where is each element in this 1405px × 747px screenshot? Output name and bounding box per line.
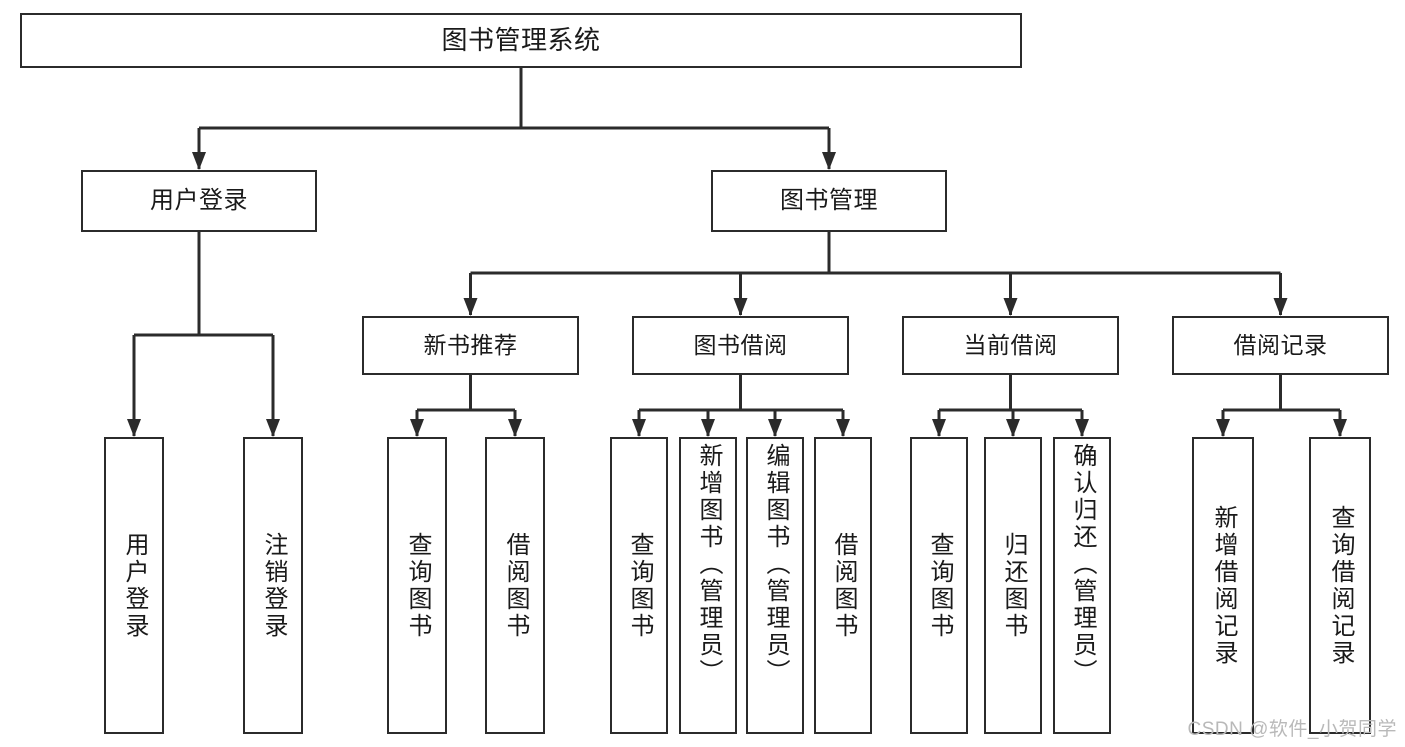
node-label-l-nb-borrow: 借阅图书	[502, 531, 529, 640]
node-l-login[interactable]: 用户登录	[104, 437, 164, 734]
node-l-bo-lend[interactable]: 借阅图书	[814, 437, 872, 734]
node-l-cu-conf[interactable]: 确认归还（管理员）	[1053, 437, 1111, 734]
node-current[interactable]: 当前借阅	[902, 316, 1119, 375]
node-newbook[interactable]: 新书推荐	[362, 316, 579, 375]
node-label-l-nb-query: 查询图书	[404, 531, 431, 640]
node-label-l-login: 用户登录	[121, 531, 148, 640]
node-l-cu-query[interactable]: 查询图书	[910, 437, 968, 734]
node-l-logout[interactable]: 注销登录	[243, 437, 303, 734]
node-root[interactable]: 图书管理系统	[20, 13, 1022, 68]
node-l-bo-add[interactable]: 新增图书（管理员）	[679, 437, 737, 734]
node-bookmgmt[interactable]: 图书管理	[711, 170, 947, 232]
node-label-root: 图书管理系统	[441, 24, 601, 55]
node-label-l-bo-edit: 编辑图书（管理员）	[762, 443, 789, 686]
node-label-l-re-add: 新增借阅记录	[1210, 504, 1237, 667]
node-l-bo-query[interactable]: 查询图书	[610, 437, 668, 734]
node-label-l-bo-query: 查询图书	[626, 531, 653, 640]
node-label-borrow: 图书借阅	[693, 331, 788, 358]
node-l-cu-return[interactable]: 归还图书	[984, 437, 1042, 734]
node-label-l-re-query: 查询借阅记录	[1327, 504, 1354, 667]
node-label-l-cu-query: 查询图书	[926, 531, 953, 640]
node-records[interactable]: 借阅记录	[1172, 316, 1389, 375]
node-label-bookmgmt: 图书管理	[780, 186, 878, 214]
node-l-bo-edit[interactable]: 编辑图书（管理员）	[746, 437, 804, 734]
node-borrow[interactable]: 图书借阅	[632, 316, 849, 375]
node-label-l-logout: 注销登录	[260, 531, 287, 640]
node-l-re-query[interactable]: 查询借阅记录	[1309, 437, 1371, 734]
node-l-nb-borrow[interactable]: 借阅图书	[485, 437, 545, 734]
node-l-nb-query[interactable]: 查询图书	[387, 437, 447, 734]
node-label-l-cu-conf: 确认归还（管理员）	[1069, 443, 1096, 686]
node-label-current: 当前借阅	[963, 331, 1058, 358]
node-l-re-add[interactable]: 新增借阅记录	[1192, 437, 1254, 734]
node-login[interactable]: 用户登录	[81, 170, 317, 232]
node-label-newbook: 新书推荐	[423, 331, 518, 358]
node-label-l-bo-lend: 借阅图书	[830, 531, 857, 640]
node-label-login: 用户登录	[150, 186, 248, 214]
node-label-l-cu-return: 归还图书	[1000, 531, 1027, 640]
node-label-records: 借阅记录	[1233, 331, 1328, 358]
node-label-l-bo-add: 新增图书（管理员）	[695, 443, 722, 686]
